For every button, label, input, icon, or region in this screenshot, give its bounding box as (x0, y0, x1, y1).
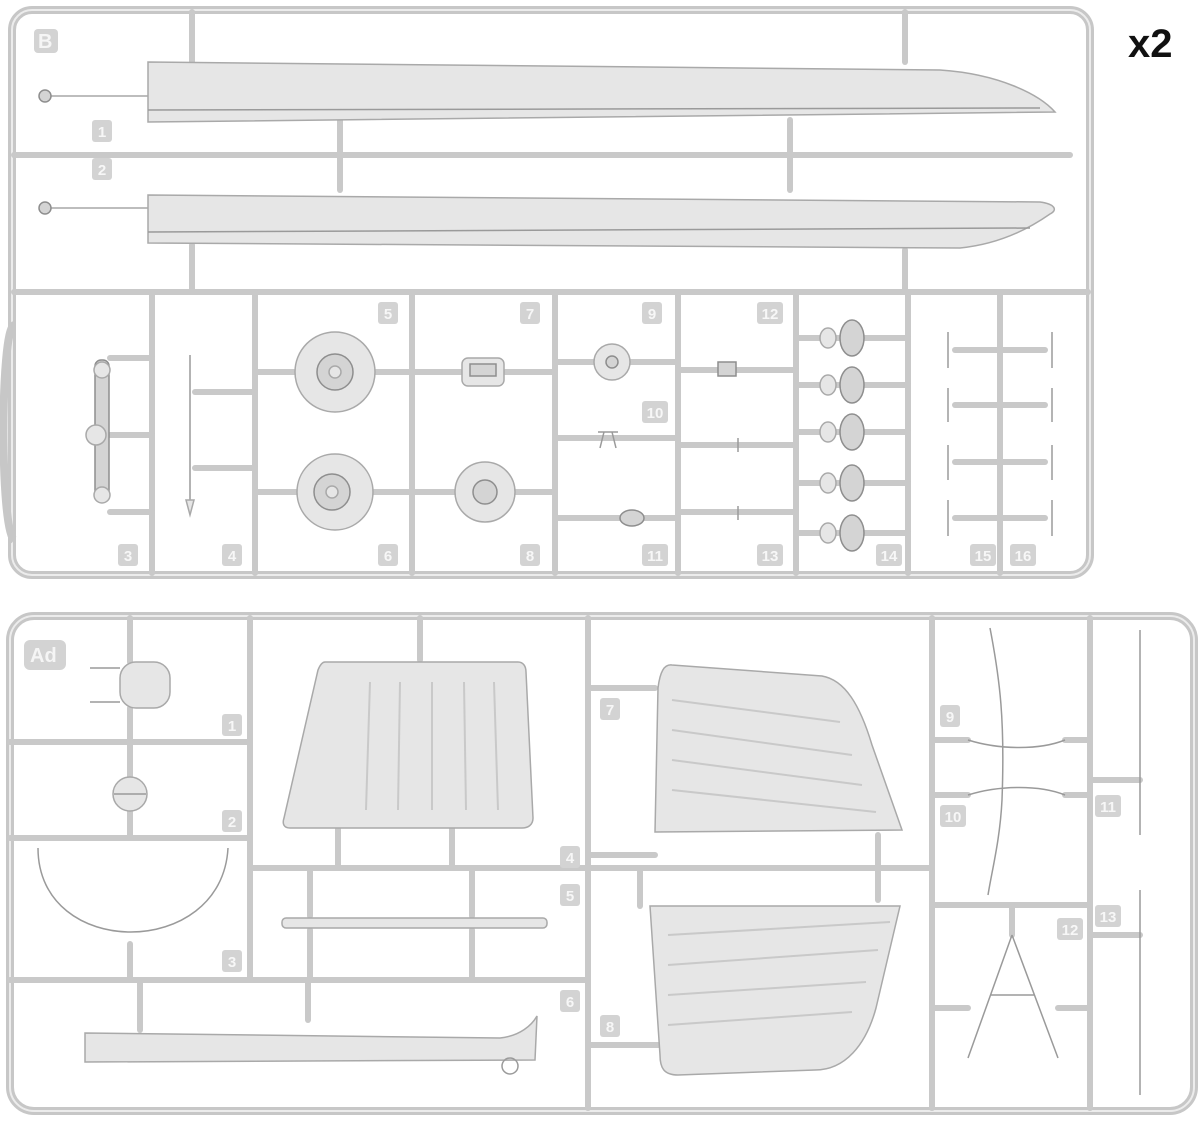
sprue-b-number-box (970, 544, 996, 566)
sprue-b-number-box (118, 544, 138, 566)
b-parts-15-16 (947, 332, 1053, 536)
sprue-b-part-number: 7 (526, 306, 534, 323)
sprue-b-number-box (520, 302, 540, 324)
sprue-b-number-box (92, 158, 112, 180)
b-part-4 (185, 355, 195, 518)
sprue-ad-number-box (222, 810, 242, 832)
sprue-b-number-box (757, 544, 783, 566)
sprue-ad-part-number: 11 (1100, 799, 1116, 816)
sprue-ad-part-number: 13 (1100, 909, 1117, 926)
sprue-ad-number-box (1057, 918, 1083, 940)
sprue-b-part-number: 9 (648, 306, 656, 323)
sprue-ad-number-box (600, 1015, 620, 1037)
sprue-ad: Ad (6, 612, 1198, 1115)
sprue-b-part-number: 12 (762, 306, 779, 323)
sprue-b-part-number: 10 (647, 405, 664, 422)
sprue-b-part-number: 11 (647, 548, 663, 565)
sprue-b-number-box (642, 401, 668, 423)
sprue-ad-number-box (560, 990, 580, 1012)
b-part-14-group (819, 319, 865, 552)
sprue-ad-part-number: 9 (946, 709, 954, 726)
sprue-b-part-number: 6 (384, 548, 392, 565)
sprue-ad-number-box (600, 698, 620, 720)
b-part-9 (593, 343, 631, 381)
sprue-b-part-number: 15 (975, 548, 992, 565)
sprue-b-number-box (1010, 544, 1036, 566)
sprue-b-number-box (222, 544, 242, 566)
sprue-b-part-number: 16 (1015, 548, 1032, 565)
sprue-ad-number-box (222, 950, 242, 972)
sprue-b-part-number: 4 (228, 548, 237, 565)
sprue-ad-number-box (222, 714, 242, 736)
ad-part-3 (37, 847, 229, 933)
sprue-ad-part-number: 4 (566, 850, 575, 867)
sprue-ad-part-number: 5 (566, 888, 574, 905)
sprue-b-part-number: 8 (526, 548, 534, 565)
sprue-b-number-box (757, 302, 783, 324)
b-part-12 (717, 361, 737, 377)
ad-parts-9-10 (967, 627, 1066, 896)
sprue-b-number-box (92, 120, 112, 142)
ad-part-1 (90, 661, 171, 709)
sprue-ad-part-number: 12 (1062, 922, 1079, 939)
sprue-ad-part-number: 8 (606, 1019, 614, 1036)
ad-part-8-panel (649, 905, 901, 1076)
sprue-b-number-box (642, 544, 668, 566)
sprue-ad-label: Ad (30, 645, 57, 667)
sprue-b-number-box (378, 302, 398, 324)
ad-part-2 (112, 776, 148, 812)
sprue-b-number-box (876, 544, 902, 566)
sprue-b-part-number: 13 (762, 548, 779, 565)
ad-part-7-panel (654, 664, 904, 833)
b-part-10 (598, 431, 618, 449)
ad-part-6 (84, 1015, 538, 1063)
b-part-3 (85, 359, 111, 504)
sprue-ad-part-number: 3 (228, 954, 236, 971)
b-part-11 (619, 509, 645, 527)
sprue-ad-number-box (560, 884, 580, 906)
sprue-ad-number-box (1095, 795, 1121, 817)
sprue-b-part-number: 14 (881, 548, 898, 565)
sprue-b-label: B (38, 31, 52, 53)
sprue-ad-part-number: 6 (566, 994, 574, 1011)
sprue-ad-part-number: 1 (228, 718, 236, 735)
ad-part-4-panel (282, 661, 534, 829)
sprue-ad-part-number: 10 (945, 809, 962, 826)
sprue-b-part-number: 1 (98, 124, 106, 141)
b-part-6-wheel (296, 453, 374, 531)
sprue-ad-part-number: 2 (228, 814, 236, 831)
ad-part-12 (967, 934, 1059, 1059)
rotor-blade-b1 (147, 61, 1057, 123)
sprue-ad-number-box (940, 705, 960, 727)
sprue-b: B (0, 6, 1094, 579)
b-part-8-wheel (454, 461, 516, 523)
ad-part-5 (281, 917, 548, 929)
sprue-ad-part-number: 7 (606, 702, 614, 719)
sprue-b-number-box (520, 544, 540, 566)
sprue-b-part-number: 3 (124, 548, 132, 565)
sprue-ad-number-box (560, 846, 580, 868)
sprue-ad-number-box (1095, 905, 1121, 927)
sprue-ad-number-box (940, 805, 966, 827)
sprue-b-number-box (378, 544, 398, 566)
sprue-b-number-box (642, 302, 662, 324)
b-part-7 (461, 357, 505, 387)
sprue-b-part-number: 5 (384, 306, 392, 323)
rotor-blade-b2 (147, 194, 1056, 249)
quantity-multiplier: x2 (1128, 22, 1173, 66)
sprue-b-part-number: 2 (98, 162, 106, 179)
b-part-5-wheel (294, 331, 376, 413)
